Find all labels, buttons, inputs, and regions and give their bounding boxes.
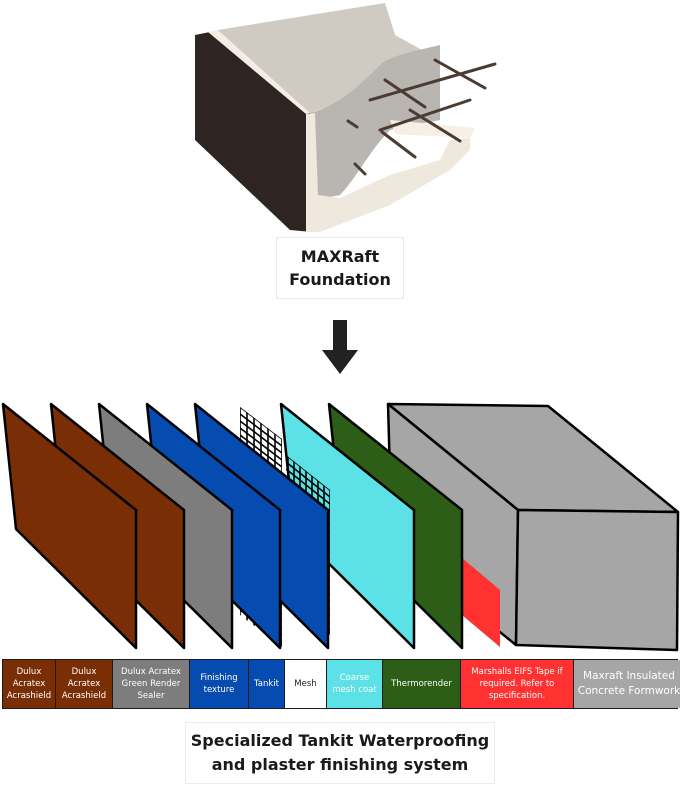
down-arrow-icon	[322, 320, 358, 374]
system-caption-line1: Specialized Tankit Waterproofing	[190, 731, 490, 750]
system-caption: Specialized Tankit Waterproofing and pla…	[185, 722, 495, 784]
foundation-base	[306, 113, 470, 232]
legend-item: Marshalls EIFS Tape if required. Refer to…	[461, 660, 573, 708]
foundation-caption-line2: Foundation	[289, 270, 391, 289]
foundation-caption-line1: MAXRaft	[300, 247, 380, 266]
legend-item-text: Mesh	[294, 679, 317, 689]
layers-diagram	[1, 402, 680, 652]
legend-item-text: texture	[203, 685, 235, 695]
legend-item-text: Concrete Formwork	[577, 685, 680, 697]
foundation-edge	[208, 30, 314, 114]
foundation-illustration	[195, 3, 497, 232]
layer-panel-0	[1, 402, 138, 650]
layer-eifs-tape	[462, 558, 500, 647]
legend-item-text: Finishing	[200, 673, 238, 683]
legend-item-text: Tankit	[254, 679, 279, 689]
foundation-cut-face	[310, 45, 440, 200]
legend-item-text: Maxraft Insulated	[583, 670, 675, 682]
rebar-group	[346, 58, 497, 176]
legend-item-text: Marshalls EIFS Tape if	[471, 667, 563, 677]
legend-item-text: Thermorender	[391, 679, 452, 689]
legend-item: Tankit	[249, 660, 284, 708]
icf-block-front	[514, 508, 680, 652]
legend-item-text: mesh coat	[332, 685, 377, 695]
system-caption-line2: and plaster finishing system	[211, 755, 469, 774]
legend-item-text: Coarse	[339, 673, 370, 683]
legend-item-text: Acrashield	[6, 691, 52, 701]
legend-item: Mesh	[285, 660, 326, 708]
legend-item-text: required. Refer to	[479, 679, 555, 689]
foundation-ledge	[390, 120, 475, 138]
foundation-caption: MAXRaft Foundation	[276, 237, 404, 299]
legend-item-text: specification.	[488, 691, 546, 701]
legend-item-text: Dulux Acratex	[121, 667, 181, 677]
legend-item-text: Dulux	[71, 667, 97, 677]
legend-item: Coarse mesh coat	[327, 660, 382, 708]
legend-item: Finishing texture	[190, 660, 248, 708]
foundation-side-face	[195, 30, 312, 232]
legend-item-text: Sealer	[137, 691, 165, 701]
legend-item-text: Dulux	[16, 667, 42, 677]
legend-item-text: Acratex	[67, 679, 101, 689]
legend-item: Thermorender	[383, 660, 460, 708]
legend-item-text: Acratex	[12, 679, 46, 689]
legend-item-text: Acrashield	[61, 691, 107, 701]
legend-item-text: Green Render	[121, 679, 181, 689]
